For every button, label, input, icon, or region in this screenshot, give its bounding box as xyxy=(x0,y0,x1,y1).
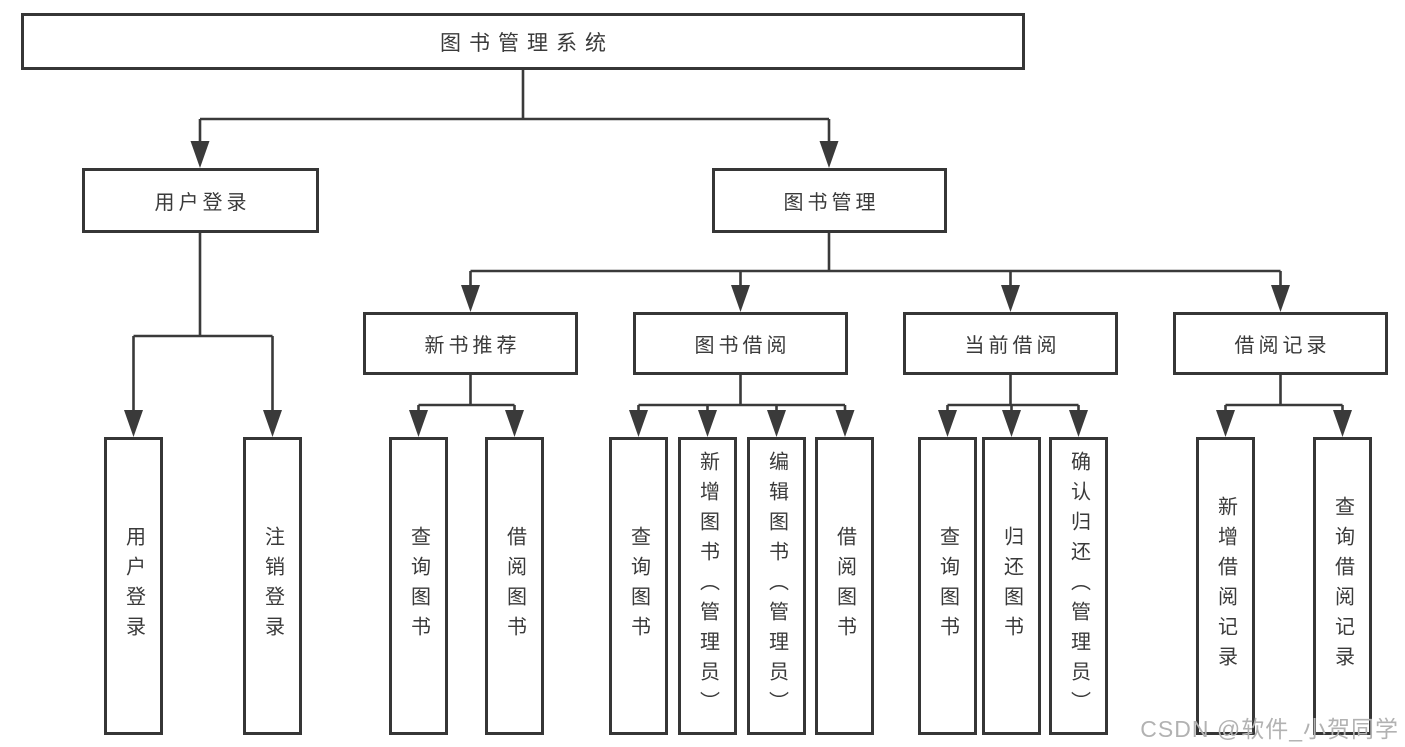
arrow-icon xyxy=(1271,285,1290,312)
node-label: 图书管理 xyxy=(783,192,880,214)
node-label: 图书管理系统 xyxy=(440,31,614,55)
node-leaf-query-borrow-record: 查询借阅记录 xyxy=(1313,437,1372,735)
node-label: 注销登录 xyxy=(261,526,284,646)
arrow-icon xyxy=(629,410,648,437)
arrow-icon xyxy=(1069,410,1088,437)
node-label: 查询图书 xyxy=(936,526,959,646)
node-library-management-system: 图书管理系统 xyxy=(21,13,1025,70)
node-leaf-user-login: 用户登录 xyxy=(104,437,163,735)
node-label: 归还图书 xyxy=(1000,526,1023,646)
watermark: CSDN @软件_小贺同学 xyxy=(1140,716,1399,742)
arrowheads xyxy=(124,141,1352,437)
node-borrowing-records: 借阅记录 xyxy=(1173,312,1388,375)
node-label: 借阅记录 xyxy=(1234,335,1331,357)
node-book-management: 图书管理 xyxy=(712,168,947,233)
node-leaf-query-books-current: 查询图书 xyxy=(918,437,977,735)
node-leaf-query-books-borrow: 查询图书 xyxy=(609,437,668,735)
node-label: 确认归还（管理员） xyxy=(1067,451,1090,721)
arrow-icon xyxy=(835,410,855,437)
arrow-icon xyxy=(938,410,957,437)
node-label: 借阅图书 xyxy=(503,526,526,646)
node-user-login: 用户登录 xyxy=(82,168,319,233)
node-current-borrowing: 当前借阅 xyxy=(903,312,1118,375)
node-new-book-recommendation: 新书推荐 xyxy=(363,312,578,375)
arrow-icon xyxy=(767,410,786,437)
arrow-icon xyxy=(1333,410,1352,437)
node-leaf-borrow-books-borrow: 借阅图书 xyxy=(815,437,874,735)
arrow-icon xyxy=(190,141,210,168)
arrow-icon xyxy=(1002,410,1021,437)
node-label: 当前借阅 xyxy=(964,335,1061,357)
node-leaf-logout: 注销登录 xyxy=(243,437,302,735)
node-label: 查询借阅记录 xyxy=(1331,496,1354,676)
arrow-icon xyxy=(698,410,717,437)
arrow-icon xyxy=(409,410,428,437)
arrow-icon xyxy=(263,410,282,437)
arrow-icon xyxy=(505,410,524,437)
node-leaf-add-borrow-record: 新增借阅记录 xyxy=(1196,437,1255,735)
node-label: 图书借阅 xyxy=(694,335,791,357)
node-label: 用户登录 xyxy=(122,526,145,646)
node-label: 查询图书 xyxy=(627,526,650,646)
node-leaf-confirm-return-admin: 确认归还（管理员） xyxy=(1049,437,1108,735)
arrow-icon xyxy=(1216,410,1235,437)
node-label: 借阅图书 xyxy=(833,526,856,646)
node-label: 编辑图书（管理员） xyxy=(765,451,788,721)
node-leaf-edit-book-admin: 编辑图书（管理员） xyxy=(747,437,806,735)
node-label: 新书推荐 xyxy=(424,335,521,357)
node-label: 新增图书（管理员） xyxy=(696,451,719,721)
arrow-icon xyxy=(819,141,839,168)
node-book-borrowing: 图书借阅 xyxy=(633,312,848,375)
arrow-icon xyxy=(731,285,750,312)
node-leaf-query-books-recommend: 查询图书 xyxy=(389,437,448,735)
node-label: 新增借阅记录 xyxy=(1214,496,1237,676)
arrow-icon xyxy=(461,285,480,312)
node-leaf-borrow-books-recommend: 借阅图书 xyxy=(485,437,544,735)
node-leaf-return-book: 归还图书 xyxy=(982,437,1041,735)
arrow-icon xyxy=(124,410,143,437)
node-label: 用户登录 xyxy=(154,192,251,214)
arrow-icon xyxy=(1001,285,1020,312)
node-leaf-add-book-admin: 新增图书（管理员） xyxy=(678,437,737,735)
node-label: 查询图书 xyxy=(407,526,430,646)
